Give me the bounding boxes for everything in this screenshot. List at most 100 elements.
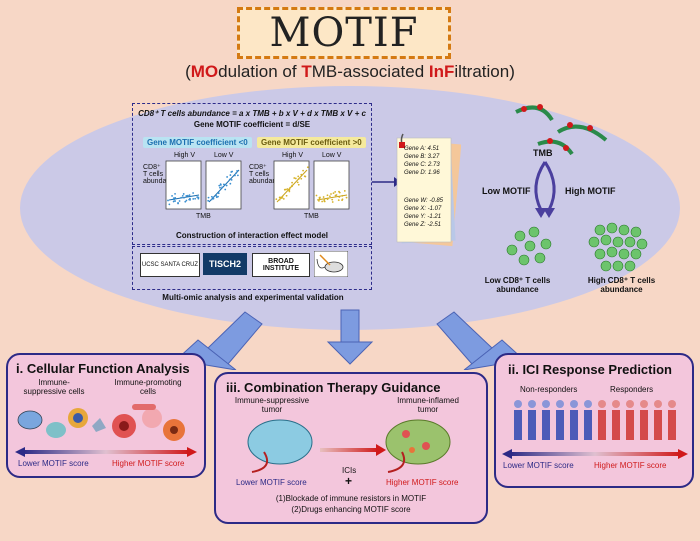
gene-bottom-1: Gene X: -1.07 xyxy=(404,206,442,212)
high-v-label-left: High V xyxy=(174,152,196,159)
scatter-dot xyxy=(207,196,210,199)
model-coefficient: Gene MOTIF coefficient = d/SE xyxy=(193,120,311,129)
scatter-plots xyxy=(165,160,350,210)
t-cell-icon xyxy=(588,236,600,248)
t-cell-icon xyxy=(540,238,552,250)
person-body xyxy=(570,410,578,440)
scatter-dot xyxy=(323,198,326,201)
t-cell-icon xyxy=(600,260,612,272)
scatter-dot xyxy=(323,200,326,202)
t-cell-icon xyxy=(624,260,636,272)
panel-iii-right-label: Immune-inflamed tumor xyxy=(397,396,459,414)
high-v-label-right: High V xyxy=(282,152,304,159)
t-cell-icon xyxy=(630,248,642,260)
subtitle-close: ) xyxy=(509,62,515,81)
gene-top-1: Gene B: 3.27 xyxy=(404,154,440,160)
person-head xyxy=(514,400,522,408)
gene-top-3: Gene D: 1.96 xyxy=(404,170,440,176)
scatter-dot xyxy=(341,194,344,197)
scatter-dot xyxy=(294,177,297,180)
ylabel-right: CD8⁺ T cells abundance xyxy=(249,164,284,185)
scatter-dot xyxy=(229,182,232,185)
patient-figures xyxy=(514,400,676,440)
person-body xyxy=(640,410,648,440)
pos-coef-badge: Gene MOTIF coefficient >0 xyxy=(257,137,366,148)
panel-i-right-label: Immune-promoting cells xyxy=(114,378,182,396)
scatter-dot xyxy=(167,199,169,202)
neg-coef-badge: Gene MOTIF coefficient <0 xyxy=(143,137,252,148)
scatter-dot xyxy=(224,188,227,191)
gene-list-notepad xyxy=(396,133,461,247)
scatter-dot xyxy=(171,195,173,197)
t-cell-icon xyxy=(524,240,536,252)
panel-ii-low: Lower MOTIF score xyxy=(503,461,574,470)
scatter-dot xyxy=(297,183,300,186)
scatter-dot xyxy=(281,196,284,198)
scatter-dot xyxy=(172,200,175,203)
panel-i-low: Lower MOTIF score xyxy=(18,459,89,468)
subtitle-p2: T xyxy=(301,62,312,81)
scatter-dot xyxy=(330,193,332,195)
panel-iii-note1: (1)Blockade of immune resistors in MOTIF xyxy=(275,494,427,503)
panel-ii-score-arrow xyxy=(502,449,688,459)
scatter-dot xyxy=(337,199,340,202)
scatter-dot xyxy=(297,178,300,180)
scatter-dot xyxy=(173,198,175,201)
panel-i-score-arrow xyxy=(15,447,197,457)
person-body xyxy=(612,410,620,440)
model-caption: Construction of interaction effect model xyxy=(175,231,328,240)
scatter-dot xyxy=(210,198,213,201)
scatter-dot xyxy=(322,196,325,198)
logo-broad: BROAD INSTITUTE xyxy=(252,253,310,277)
gene-top-2: Gene C: 2.73 xyxy=(404,162,440,168)
person-head xyxy=(640,400,648,408)
scatter-dot xyxy=(197,196,200,199)
scatter-dot xyxy=(230,178,233,181)
scatter-dot xyxy=(288,188,291,191)
scatter-dot xyxy=(341,198,344,201)
person-body xyxy=(542,410,550,440)
scatter-dot xyxy=(177,201,179,204)
scatter-dot xyxy=(184,200,187,203)
gene-top-0: Gene A: 4.51 xyxy=(404,146,440,152)
branch-arrows xyxy=(534,161,556,218)
person-head xyxy=(556,400,564,408)
person-head xyxy=(542,400,550,408)
panel-iii-left-label: Immune-suppressive tumor xyxy=(234,396,310,414)
panel-iii-icis: ICIs xyxy=(342,466,357,475)
scatter-dot xyxy=(180,196,183,199)
scatter-dot xyxy=(329,195,331,198)
scatter-dot xyxy=(231,170,234,173)
scatter-dot xyxy=(326,194,329,197)
panel-i-high: Higher MOTIF score xyxy=(112,459,185,468)
t-cell-icon xyxy=(600,234,612,246)
scatter-dot xyxy=(302,169,304,172)
mouse-icon xyxy=(314,251,348,277)
t-cell-icon xyxy=(636,238,648,250)
plot-frame-4 xyxy=(313,160,350,210)
xlabel-left: TMB xyxy=(196,213,211,220)
scatter-dot xyxy=(275,198,278,201)
ylabel-left: CD8⁺ T cells abundance xyxy=(143,164,178,185)
scatter-dot xyxy=(289,186,292,189)
t-cell-icon xyxy=(594,224,606,236)
t-cell-icon xyxy=(624,236,636,248)
scatter-dot xyxy=(304,175,307,178)
t-cell-icon xyxy=(518,254,530,266)
xlabel-right: TMB xyxy=(304,213,319,220)
scatter-dot xyxy=(226,176,229,178)
person-body xyxy=(626,410,634,440)
scatter-dot xyxy=(194,197,197,200)
panel-iii-note2: (2)Drugs enhancing MOTIF score xyxy=(291,505,411,514)
panel-ii-right-label: Responders xyxy=(610,385,654,394)
trend-2 xyxy=(208,169,240,203)
validation-caption: Multi-omic analysis and experimental val… xyxy=(162,293,344,302)
high-motif-label: High MOTIF xyxy=(565,186,616,196)
scatter-dot xyxy=(189,198,191,201)
person-body xyxy=(654,410,662,440)
t-cell-icon xyxy=(506,244,518,256)
scatter-dot xyxy=(279,196,282,199)
person-head xyxy=(654,400,662,408)
immune-cells-illustration xyxy=(17,404,185,441)
scatter-dot xyxy=(282,197,285,200)
